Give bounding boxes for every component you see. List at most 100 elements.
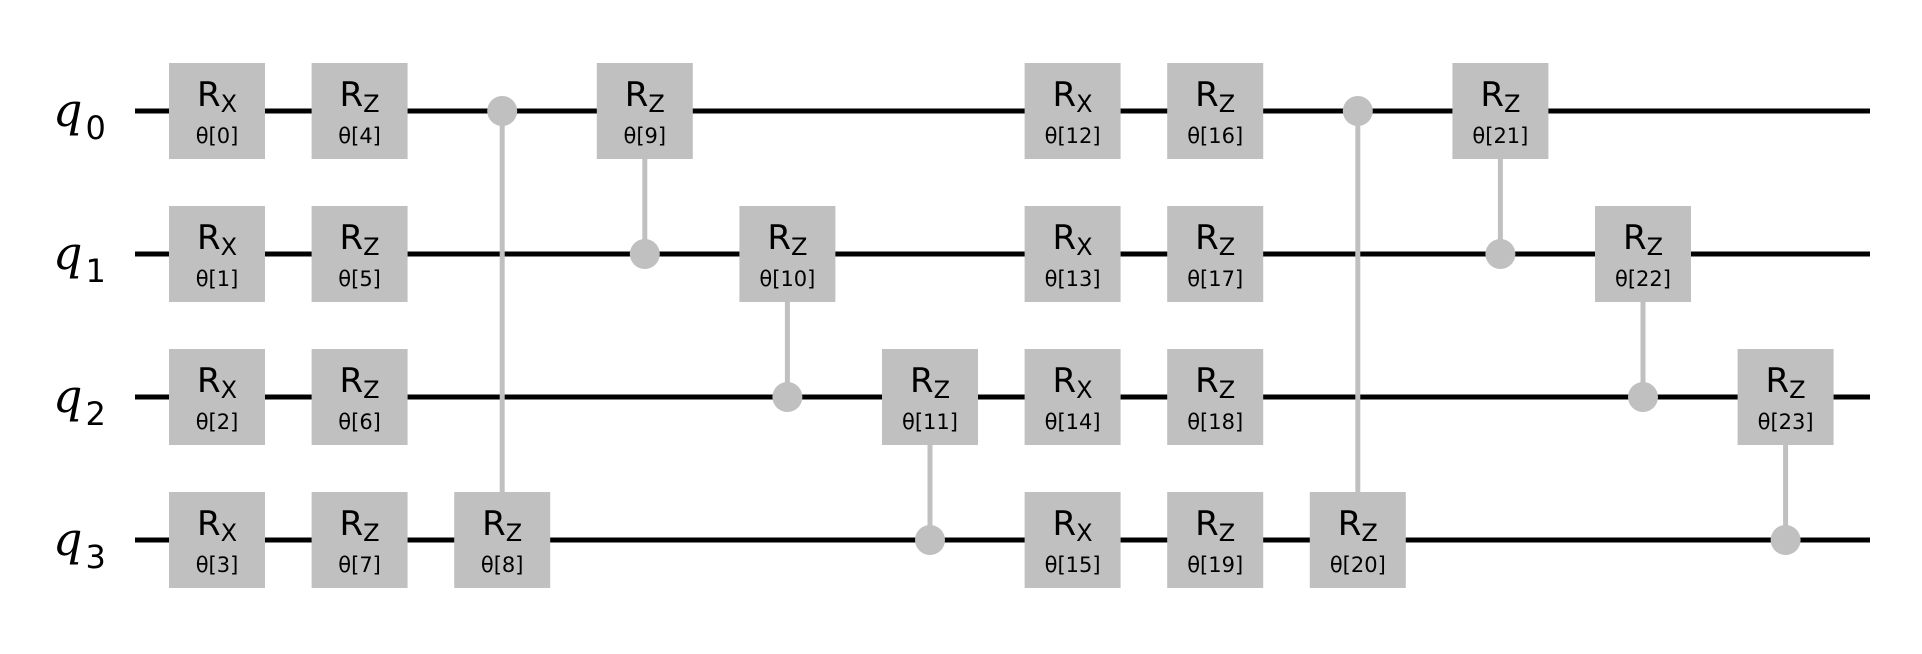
gate-name-label: RX <box>1053 504 1093 547</box>
gate-box <box>1737 349 1834 445</box>
gate-rz: RZ θ[4] <box>311 63 408 159</box>
gate-rz: RZ θ[18] <box>1167 349 1264 445</box>
qubit-label-1: q1 <box>53 226 106 290</box>
gate-box <box>739 206 836 302</box>
gate-name-label: RX <box>1053 218 1093 261</box>
gate-param-label: θ[0] <box>196 124 239 148</box>
gate-name-label: RZ <box>1195 504 1235 547</box>
gate-rz: RZ θ[5] <box>311 206 408 302</box>
gate-param-label: θ[5] <box>338 267 381 291</box>
gate-name-label: RZ <box>910 361 950 404</box>
gate-name-label: RZ <box>1195 218 1235 261</box>
control-dot <box>1770 525 1801 555</box>
control-dot <box>1485 239 1516 269</box>
gate-param-label: θ[15] <box>1045 553 1101 577</box>
gate-box <box>1024 492 1121 588</box>
gate-param-label: θ[2] <box>196 410 239 434</box>
gate-name-label: RX <box>1053 75 1093 118</box>
gate-name-label: RZ <box>625 75 665 118</box>
gate-param-label: θ[19] <box>1187 553 1243 577</box>
gate-rx: RXθ[14] <box>1024 349 1121 445</box>
gate-name-label: RZ <box>340 218 380 261</box>
gate-box <box>1024 206 1121 302</box>
gate-param-label: θ[23] <box>1758 410 1814 434</box>
gate-name-label: RZ <box>482 504 522 547</box>
gate-name-label: RZ <box>1338 504 1378 547</box>
gate-rx: RX θ[0] <box>169 63 265 159</box>
gate-rz: RZθ[16] <box>1167 63 1264 159</box>
gate-rx: RXθ[2] <box>169 349 265 445</box>
qubit-label-2: q2 <box>53 369 106 433</box>
gate-box <box>169 349 265 445</box>
gate-rz: RZθ[9] <box>596 63 693 159</box>
qubit-labels-layer: q0 q1 q2 q3 <box>53 83 106 576</box>
gate-rz: RZ θ[7] <box>311 492 408 588</box>
gate-rz: RZ θ[19] <box>1167 492 1264 588</box>
gate-box <box>1309 492 1406 588</box>
control-dot <box>1342 96 1373 126</box>
gate-param-label: θ[17] <box>1187 267 1243 291</box>
gate-param-label: θ[7] <box>338 553 381 577</box>
gate-box <box>169 63 265 159</box>
gate-rx: RX θ[12] <box>1024 63 1121 159</box>
gate-rz: RZ θ[11] <box>882 349 978 445</box>
gate-name-label: RZ <box>767 218 807 261</box>
gate-box <box>454 492 551 588</box>
gate-param-label: θ[3] <box>196 553 239 577</box>
gate-name-label: RX <box>197 75 237 118</box>
gate-param-label: θ[18] <box>1187 410 1243 434</box>
gate-name-label: RZ <box>1195 75 1235 118</box>
gates-layer: RXθ[0]RXθ[1]RXθ[2]RXθ[3]RZθ[4]RZθ[5]RZθ[… <box>169 63 1834 588</box>
gate-rz: RZ θ[8] <box>454 492 551 588</box>
qubit-label-0: q0 <box>53 83 106 147</box>
gate-param-label: θ[8] <box>481 553 524 577</box>
gate-param-label: θ[4] <box>338 124 381 148</box>
gate-box <box>311 349 408 445</box>
gate-rx: RX θ[13] <box>1024 206 1121 302</box>
gate-name-label: RZ <box>1195 361 1235 404</box>
gate-box <box>1452 63 1549 159</box>
gate-param-label: θ[12] <box>1045 124 1101 148</box>
gate-box <box>169 492 265 588</box>
gate-rz: RZ θ[23] <box>1737 349 1834 445</box>
gate-name-label: RZ <box>340 75 380 118</box>
gate-rx: RXθ[1] <box>169 206 265 302</box>
gate-rz: RZθ[22] <box>1595 206 1691 302</box>
gate-box <box>169 206 265 302</box>
gate-box <box>1167 63 1264 159</box>
gate-param-label: θ[21] <box>1472 124 1528 148</box>
gate-rz: RZ θ[17] <box>1167 206 1264 302</box>
gate-param-label: θ[13] <box>1045 267 1101 291</box>
gate-box <box>1167 349 1264 445</box>
gate-name-label: RZ <box>340 504 380 547</box>
gate-param-label: θ[14] <box>1045 410 1101 434</box>
gate-param-label: θ[10] <box>759 267 815 291</box>
gate-name-label: RZ <box>1623 218 1663 261</box>
gate-rx: RX θ[15] <box>1024 492 1121 588</box>
control-dot <box>915 525 945 555</box>
gate-box <box>311 63 408 159</box>
gate-box <box>311 206 408 302</box>
gate-name-label: RX <box>197 504 237 547</box>
gate-param-label: θ[11] <box>902 410 958 434</box>
gate-rz: RZ θ[20] <box>1309 492 1406 588</box>
gate-box <box>1167 206 1264 302</box>
gate-name-label: RZ <box>340 361 380 404</box>
gate-rx: RX θ[3] <box>169 492 265 588</box>
gate-rz: RZ θ[10] <box>739 206 836 302</box>
gate-param-label: θ[1] <box>196 267 239 291</box>
control-dot <box>1628 382 1658 412</box>
control-dot <box>487 96 518 126</box>
gate-rz: RZ θ[6] <box>311 349 408 445</box>
gate-rz: RZθ[21] <box>1452 63 1549 159</box>
qubit-label-3: q3 <box>53 512 106 576</box>
wires-layer <box>135 108 1870 543</box>
control-dot <box>772 382 803 412</box>
gate-box <box>1167 492 1264 588</box>
gate-param-label: θ[6] <box>338 410 381 434</box>
gate-param-label: θ[20] <box>1330 553 1386 577</box>
gate-name-label: RZ <box>1766 361 1806 404</box>
gate-box <box>1024 349 1121 445</box>
gate-box <box>311 492 408 588</box>
